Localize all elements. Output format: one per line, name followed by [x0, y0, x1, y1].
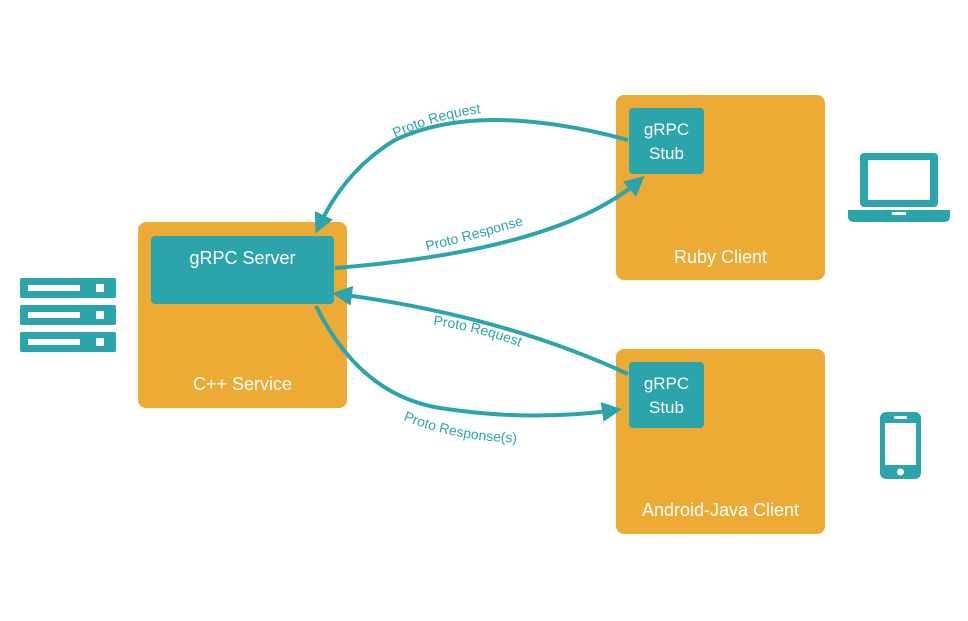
ruby-grpc-stub-box: gRPC Stub [629, 108, 704, 174]
cpp-service-label: C++ Service [192, 374, 293, 394]
ruby-client-box: gRPC Stub Ruby Client [616, 95, 825, 280]
cpp-service-box: gRPC Server C++ Service [138, 222, 347, 408]
grpc-server-box: gRPC Server [151, 236, 334, 304]
ruby-client-label: Ruby Client [673, 247, 768, 267]
android-stub-line1: gRPC [643, 374, 690, 393]
android-grpc-stub-box: gRPC Stub [629, 362, 704, 428]
ruby-stub-line2: Stub [649, 144, 684, 163]
grpc-server-label: gRPC Server [189, 248, 296, 268]
android-client-label: Android-Java Client [641, 500, 800, 520]
ruby-stub-line1: gRPC [643, 120, 690, 139]
android-client-box: gRPC Stub Android-Java Client [616, 349, 825, 534]
android-stub-line2: Stub [649, 398, 684, 417]
